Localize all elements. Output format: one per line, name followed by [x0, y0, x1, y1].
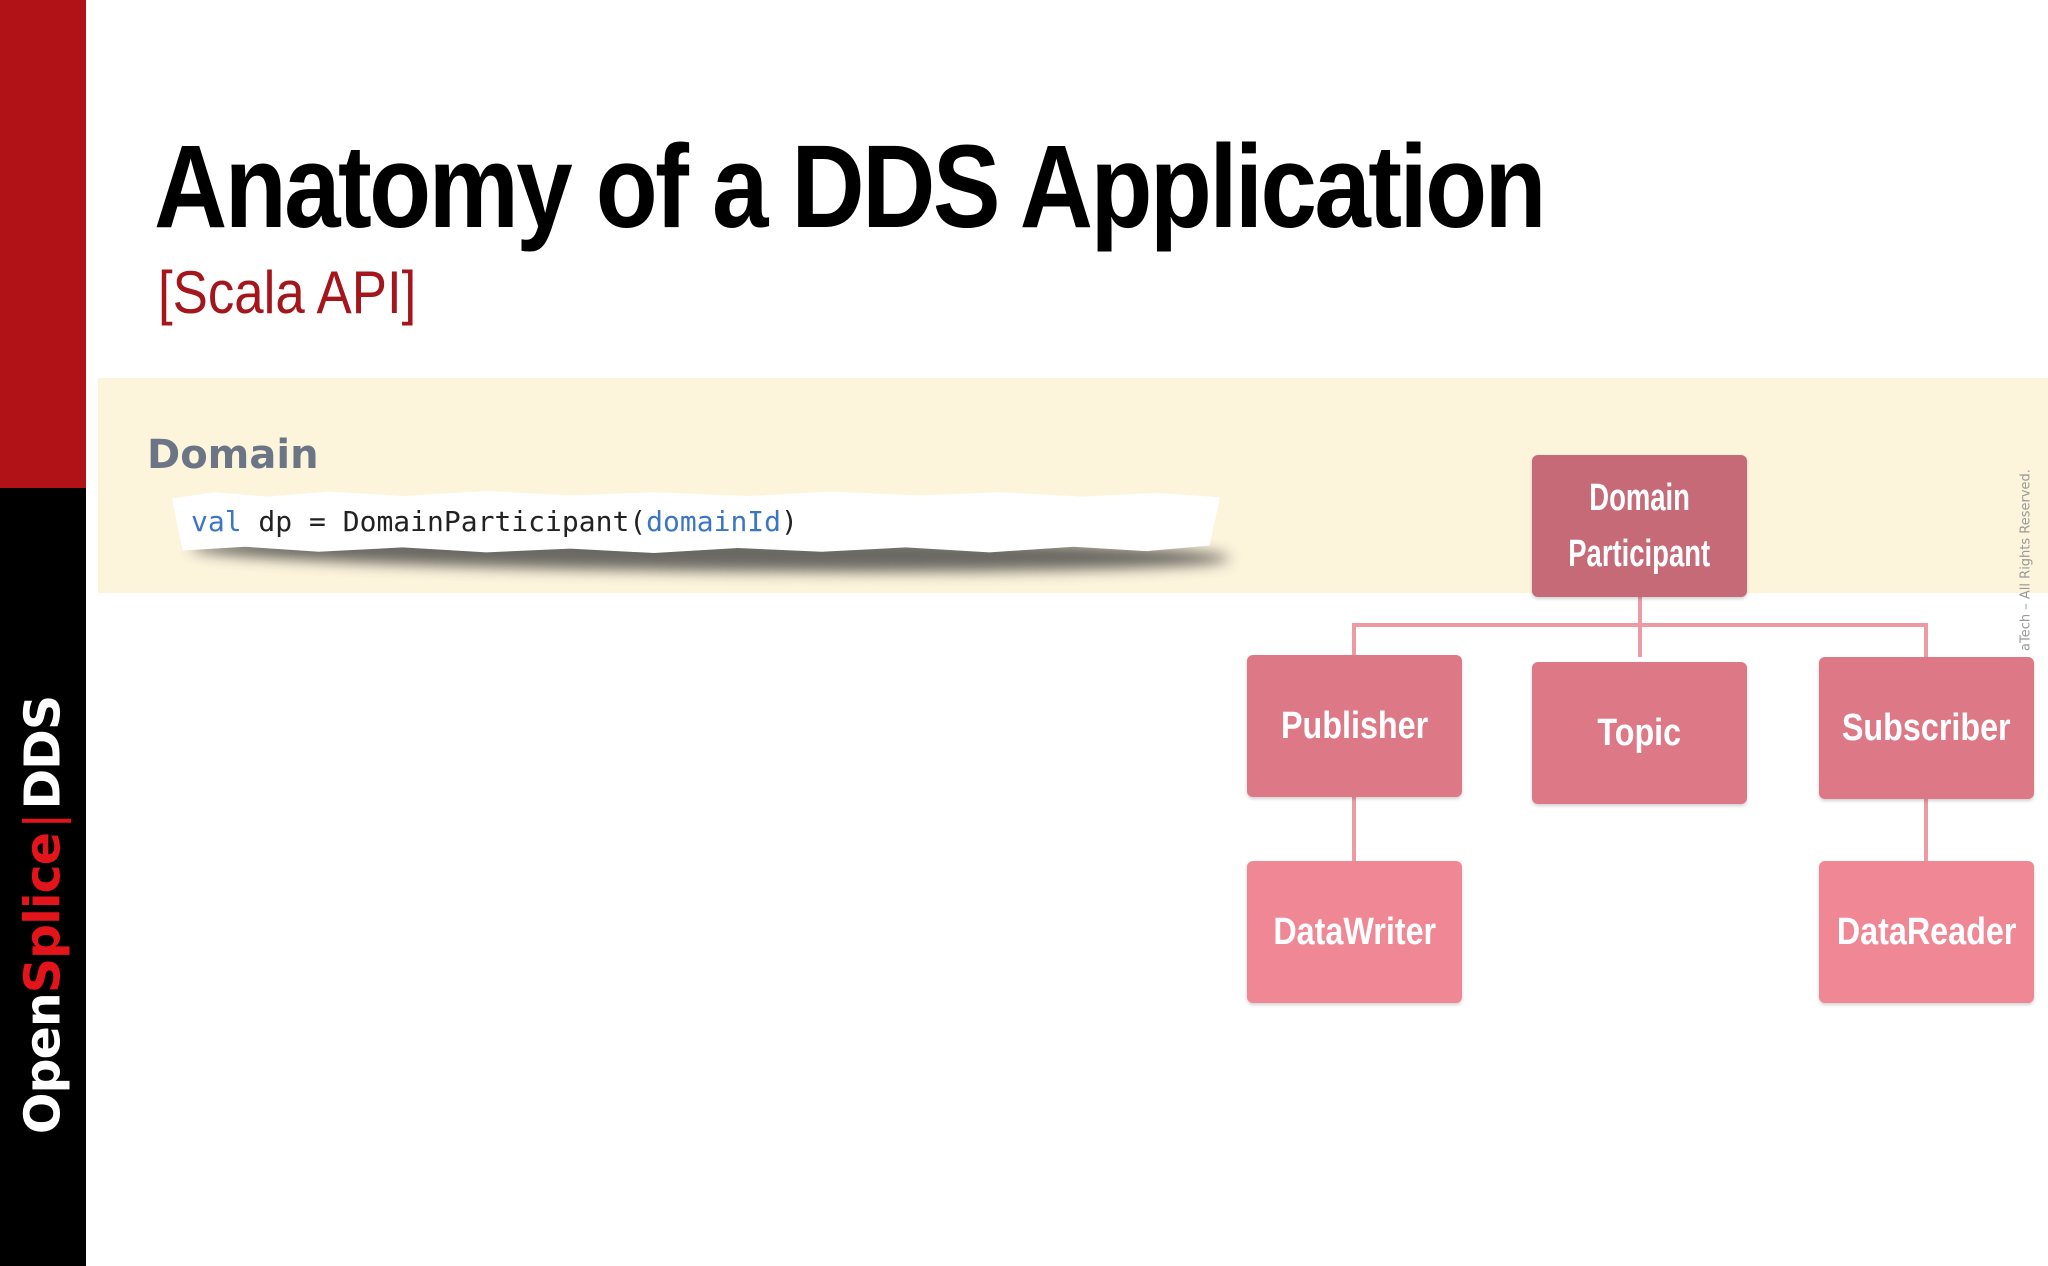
connector-subscriber-reader — [1924, 799, 1928, 861]
connector-to-subscriber — [1924, 623, 1928, 658]
domain-participant-line1: Domain — [1589, 477, 1690, 519]
datareader-node: DataReader — [1819, 861, 2034, 1003]
datawriter-node: DataWriter — [1247, 861, 1462, 1003]
brand-separator: | — [14, 813, 72, 830]
brand-open: Open — [14, 993, 72, 1135]
topic-label: Topic — [1597, 712, 1682, 754]
code-paper — [172, 491, 1220, 553]
code-body: dp = DomainParticipant( — [241, 505, 647, 538]
subscriber-node: Subscriber — [1819, 657, 2034, 799]
datareader-label: DataReader — [1836, 911, 2017, 953]
slide-subtitle: [Scala API] — [158, 259, 417, 326]
code-argument: domainId — [646, 505, 782, 538]
datawriter-label: DataWriter — [1273, 911, 1436, 953]
brand-logo: OpenSplice | DDS — [15, 696, 72, 1134]
connector-root-down — [1638, 597, 1642, 657]
copyright-notice: aTech – All Rights Reserved. — [2018, 469, 2034, 651]
domain-participant-line2: Participant — [1568, 533, 1711, 575]
connector-horizontal — [1352, 623, 1928, 627]
brand-splice: Splice — [14, 833, 72, 994]
code-snippet: val dp = DomainParticipant(domainId) — [191, 505, 798, 539]
sidebar-black-block — [0, 488, 86, 1266]
connector-publisher-writer — [1352, 797, 1356, 861]
topic-node: Topic — [1532, 662, 1747, 804]
sidebar-red-block — [0, 0, 86, 488]
brand-dds: DDS — [14, 695, 72, 810]
domain-label: Domain — [147, 432, 319, 478]
code-keyword: val — [191, 505, 242, 538]
slide-title: Anatomy of a DDS Application — [154, 121, 1546, 253]
publisher-label: Publisher — [1280, 705, 1429, 747]
connector-to-publisher — [1352, 623, 1356, 656]
subscriber-label: Subscriber — [1842, 707, 2011, 749]
publisher-node: Publisher — [1247, 655, 1462, 797]
code-end: ) — [781, 505, 798, 538]
